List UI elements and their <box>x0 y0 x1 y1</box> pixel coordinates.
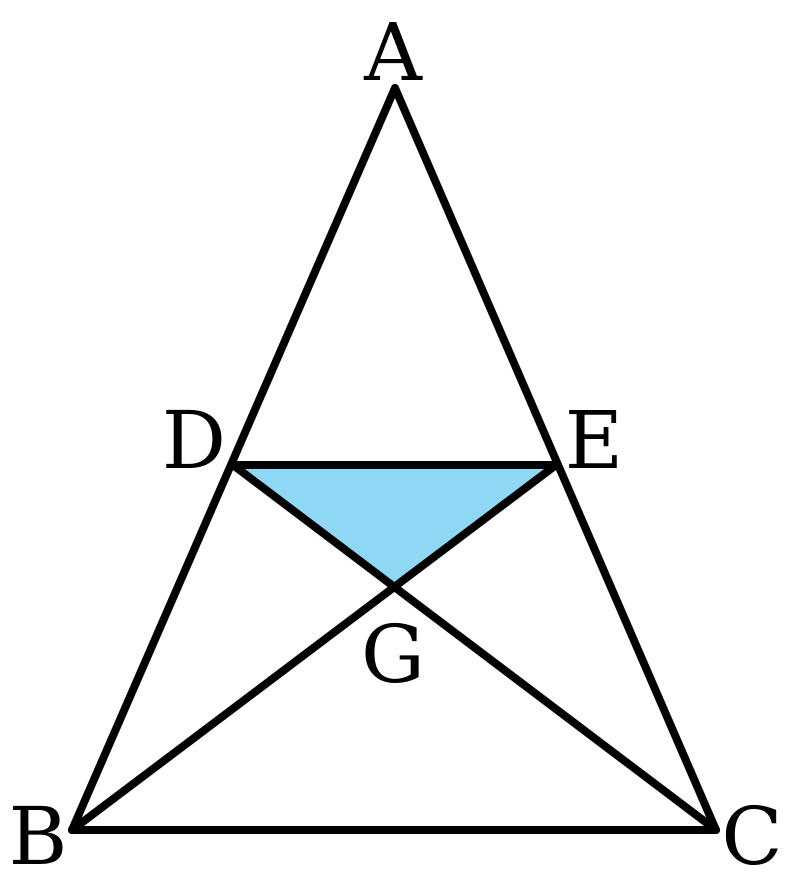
segment-ac <box>391 84 720 834</box>
label-g: G <box>361 608 425 701</box>
shaded-triangle-deg <box>233 465 556 588</box>
label-d: D <box>162 394 226 487</box>
segment-dc <box>229 461 720 834</box>
label-a: A <box>363 6 423 99</box>
label-c: C <box>721 790 782 883</box>
segment-eb <box>68 461 560 834</box>
segment-ab <box>68 84 399 834</box>
label-b: B <box>9 790 68 883</box>
label-e: E <box>565 394 623 487</box>
